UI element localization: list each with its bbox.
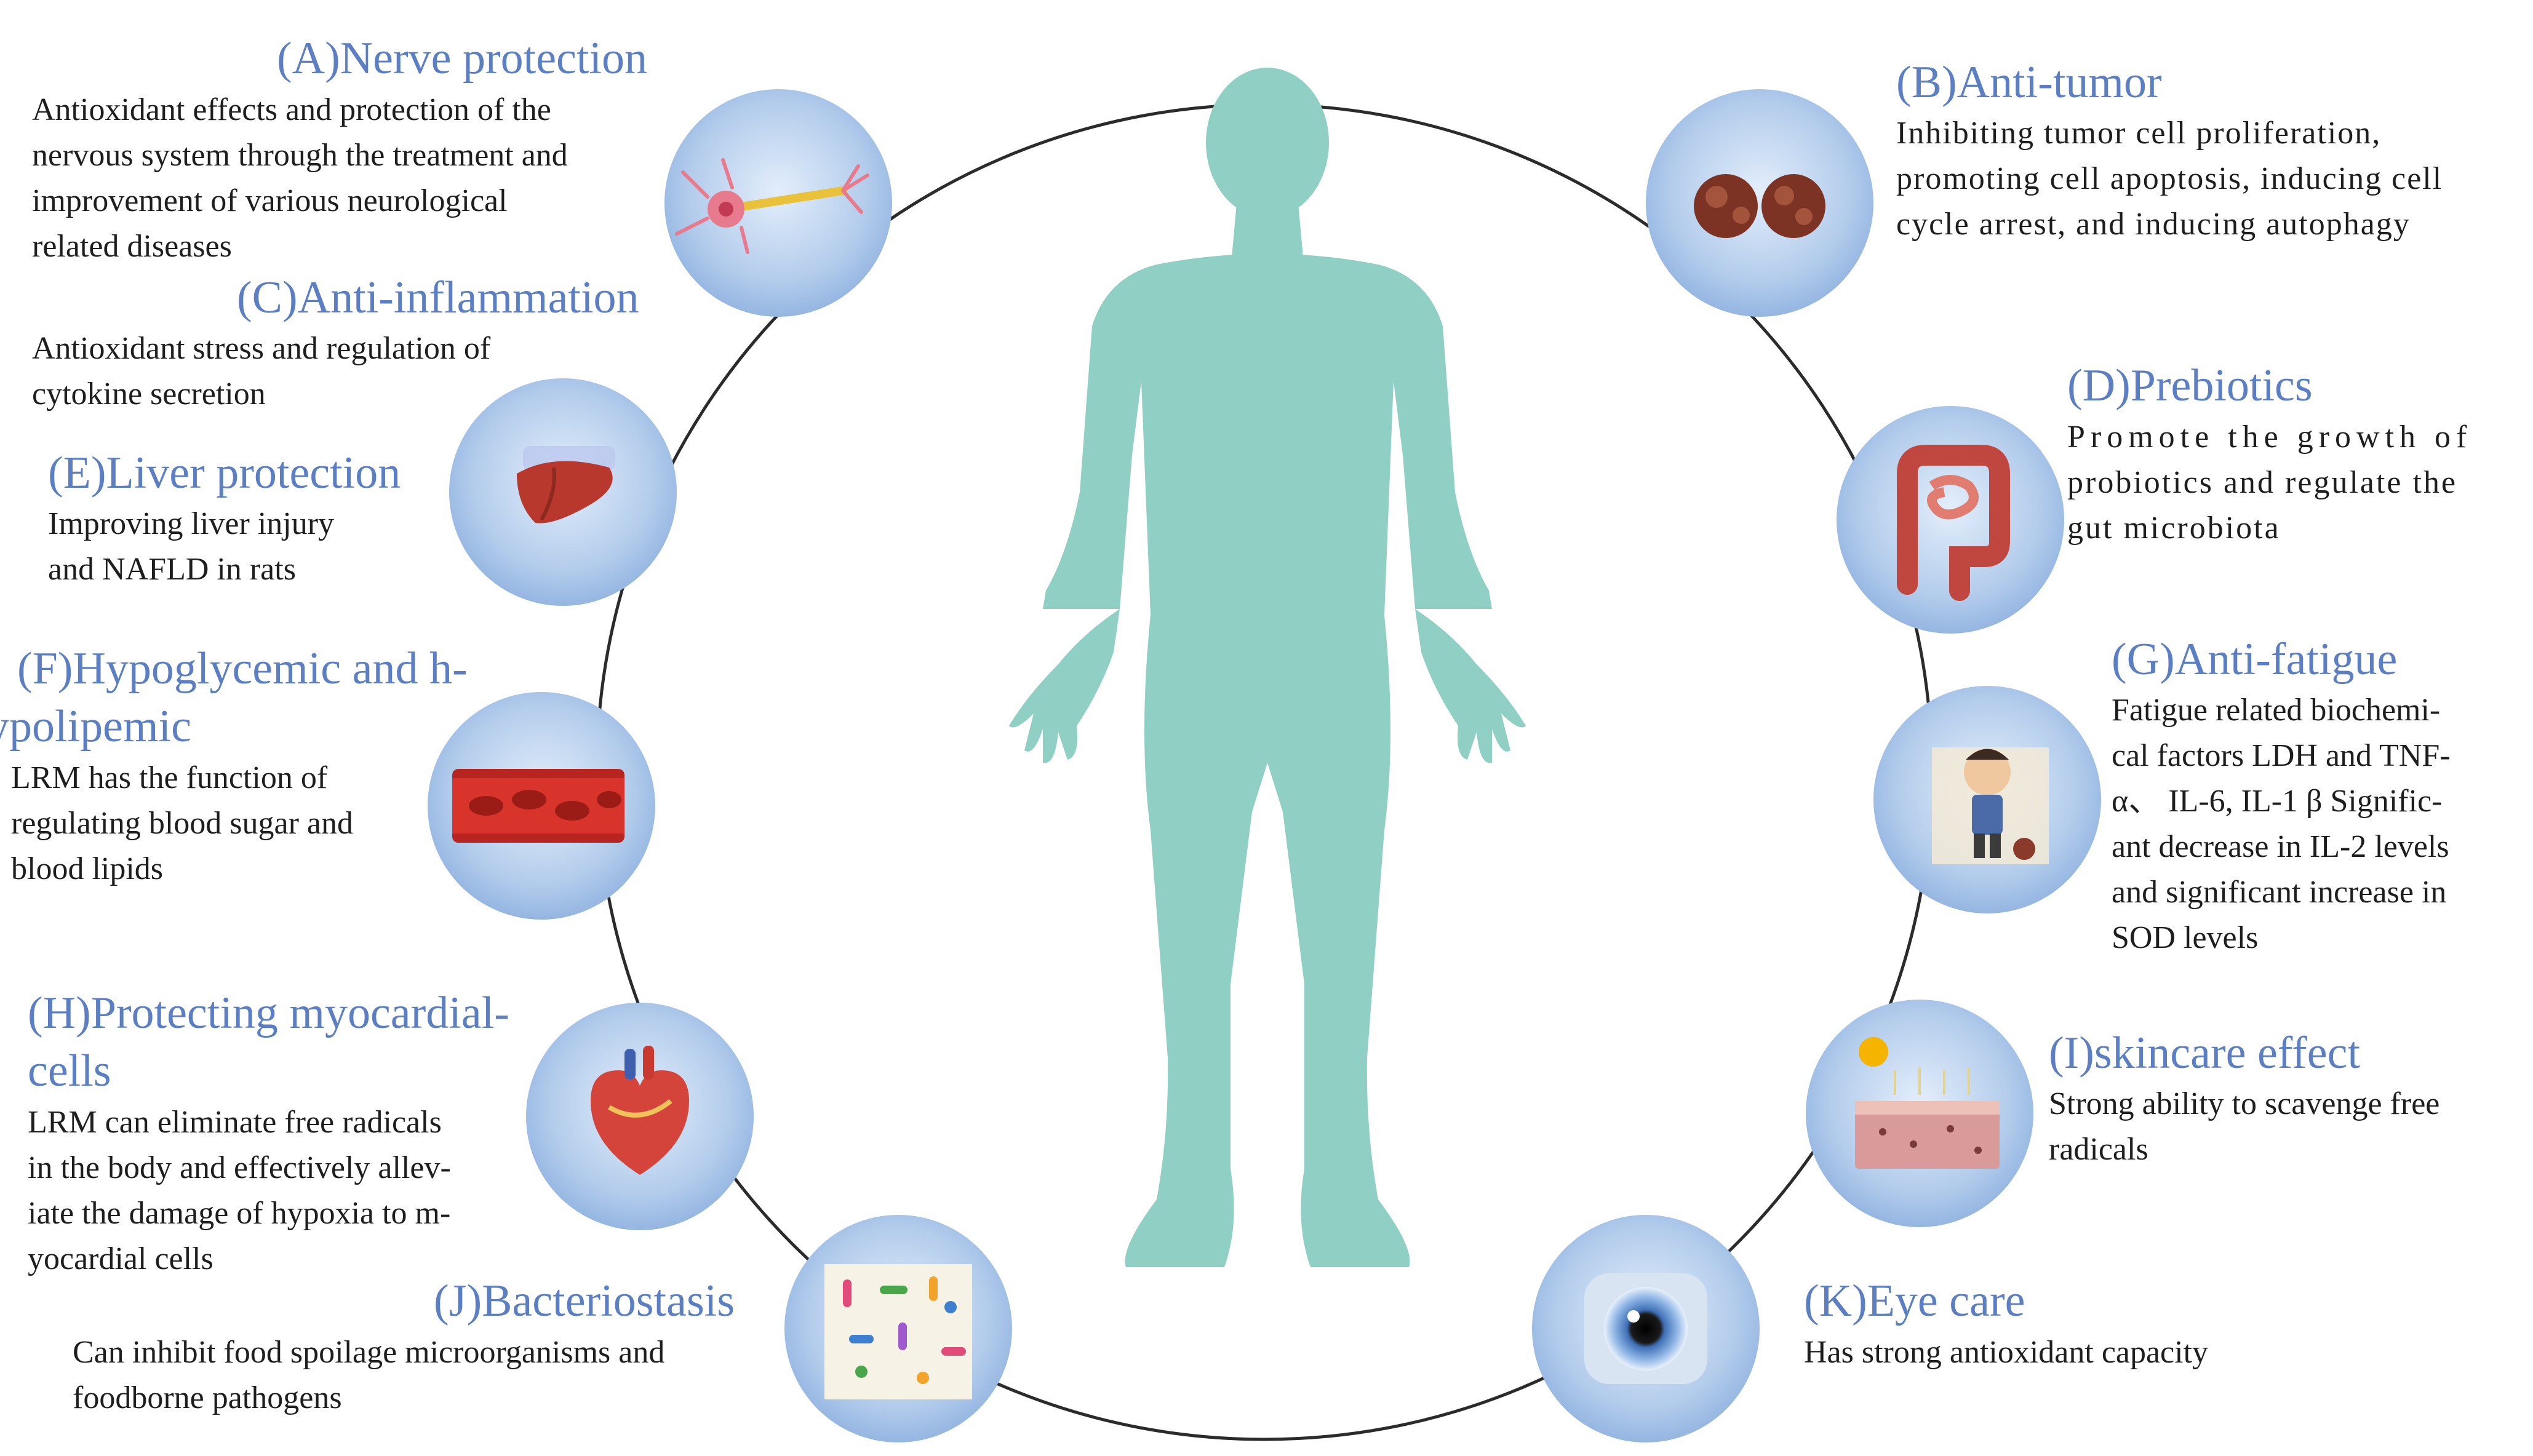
desc-line: Strong ability to scavenge free <box>2049 1086 2440 1121</box>
title-prebiotics: (D)Prebiotics <box>2067 360 2313 411</box>
icon-bubble-d <box>1837 406 2064 634</box>
icon-bubble-g <box>1873 686 2101 913</box>
blood-vessel-icon <box>452 769 624 843</box>
desc-line: Improving liver injury <box>48 506 335 541</box>
desc-hypoglycemic: LRM has the function of regulating blood… <box>11 755 353 892</box>
desc-line: yocardial cells <box>28 1241 213 1276</box>
icon-bubble-b <box>1646 89 1873 317</box>
title-bacteriostasis: (J)Bacteriostasis <box>434 1276 735 1326</box>
title-anti-fatigue: (G)Anti-fatigue <box>2112 634 2398 685</box>
desc-line: probiotics and regulate the <box>2067 465 2458 500</box>
liver-icon <box>517 446 615 523</box>
title-hypoglycemic: (F)Hypoglycemic and h- ypolipemic <box>0 640 468 755</box>
desc-line: nervous system through the treatment and <box>32 138 568 173</box>
icon-bubble-h <box>526 1003 754 1230</box>
title-anti-tumor: (B)Anti-tumor <box>1896 57 2162 108</box>
desc-anti-inflammation: Antioxidant stress and regulation of cyt… <box>32 326 490 417</box>
tired-person-icon <box>1932 747 2049 864</box>
desc-line: Can inhibit food spoilage microorganisms… <box>73 1335 665 1370</box>
icon-bubble-e <box>449 378 677 606</box>
desc-anti-tumor: Inhibiting tumor cell proliferation, pro… <box>1896 111 2443 247</box>
desc-line: Promote the growth of <box>2067 420 2473 455</box>
icon-bubble-k <box>1532 1215 1760 1442</box>
desc-line: foodborne pathogens <box>73 1380 342 1415</box>
icon-bubble-a <box>664 89 892 317</box>
desc-line: Inhibiting tumor cell proliferation, <box>1896 116 2382 151</box>
title-skincare: (I)skincare effect <box>2049 1028 2361 1078</box>
desc-line: Antioxidant stress and regulation of <box>32 331 491 366</box>
title-myocardial: (H)Protecting myocardial- cells <box>28 984 509 1100</box>
neuron-icon <box>675 158 869 254</box>
desc-line: cal factors LDH and TNF- <box>2112 738 2451 773</box>
desc-line: and NAFLD in rats <box>48 552 296 587</box>
desc-nerve-protection: Antioxidant effects and protection of th… <box>32 87 568 269</box>
desc-line: gut microbiota <box>2067 511 2281 546</box>
human-figure <box>1009 68 1526 1267</box>
title-line: ypolipemic <box>0 701 191 752</box>
desc-line: ant decrease in IL-2 levels <box>2112 829 2449 864</box>
desc-line: in the body and effectively allev- <box>28 1150 451 1185</box>
bacteria-icon <box>824 1264 972 1399</box>
desc-line: Has strong antioxidant capacity <box>1804 1335 2209 1370</box>
desc-line: cytokine secretion <box>32 376 266 412</box>
tumor-cell-icon <box>1694 174 1825 238</box>
desc-line: and significant increase in <box>2112 875 2447 910</box>
desc-line: improvement of various neurological <box>32 183 508 218</box>
desc-prebiotics: Promote the growth of probiotics and reg… <box>2067 415 2472 551</box>
desc-line: Antioxidant effects and protection of th… <box>32 92 551 127</box>
title-line: (H)Protecting myocardial- <box>28 988 509 1038</box>
title-line: (F)Hypoglycemic and h- <box>17 643 468 694</box>
desc-line: cycle arrest, and inducing autophagy <box>1896 207 2411 242</box>
desc-myocardial: LRM can eliminate free radicals in the b… <box>28 1100 451 1282</box>
title-nerve-protection: (A)Nerve protection <box>277 33 648 84</box>
desc-liver-protection: Improving liver injury and NAFLD in rats <box>48 501 334 592</box>
title-anti-inflammation: (C)Anti-inflammation <box>237 273 639 323</box>
icon-bubble-j <box>784 1215 1012 1442</box>
skin-icon <box>1855 1037 2000 1169</box>
desc-line: iate the damage of hypoxia to m- <box>28 1196 451 1231</box>
desc-line: related diseases <box>32 229 232 264</box>
desc-line: α、 IL-6, IL-1 β Signific- <box>2112 784 2443 819</box>
desc-bacteriostasis: Can inhibit food spoilage microorganisms… <box>73 1330 664 1421</box>
icon-bubble-f <box>428 692 655 920</box>
desc-line: LRM has the function of <box>11 760 328 795</box>
desc-anti-fatigue: Fatigue related biochemi- cal factors LD… <box>2112 688 2451 961</box>
desc-line: Fatigue related biochemi- <box>2112 693 2441 728</box>
title-eye-care: (K)Eye care <box>1804 1276 2025 1326</box>
eye-icon <box>1584 1273 1707 1384</box>
desc-line: radicals <box>2049 1132 2148 1167</box>
desc-line: promoting cell apoptosis, inducing cell <box>1896 161 2443 196</box>
title-liver-protection: (E)Liver protection <box>48 448 401 498</box>
desc-line: regulating blood sugar and <box>11 806 353 841</box>
desc-eye-care: Has strong antioxidant capacity <box>1804 1330 2208 1375</box>
desc-skincare: Strong ability to scavenge free radicals <box>2049 1081 2439 1172</box>
desc-line: SOD levels <box>2112 920 2259 955</box>
intestine-icon <box>1897 445 2010 601</box>
desc-line: LRM can eliminate free radicals <box>28 1105 442 1140</box>
title-line: cells <box>28 1046 111 1096</box>
icon-bubble-i <box>1806 1000 2033 1227</box>
desc-line: blood lipids <box>11 851 164 886</box>
heart-icon <box>591 1046 689 1175</box>
